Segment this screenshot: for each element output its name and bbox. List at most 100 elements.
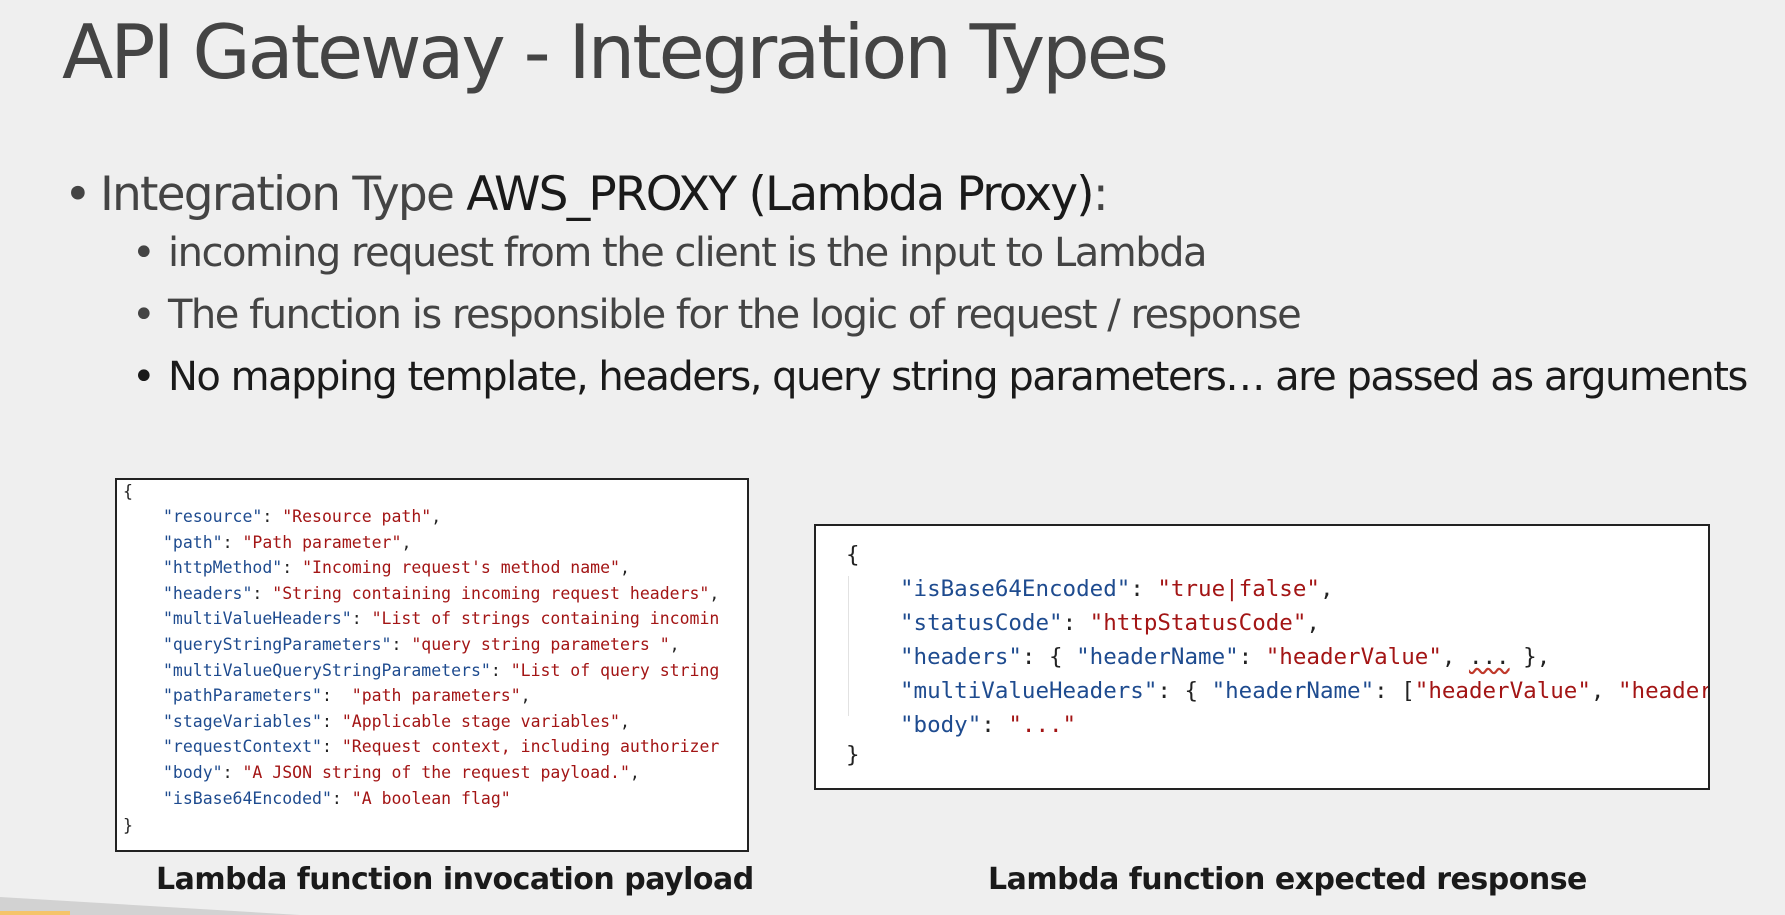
sub-bullet-text: The function is responsible for the logi… — [168, 292, 1302, 338]
code-punct: : — [1130, 576, 1158, 602]
code-key: "pathParameters" — [163, 686, 322, 706]
response-line-isbase64: "isBase64Encoded": "true|false", — [900, 576, 1334, 602]
payload-entry-line: "path": "Path parameter", — [163, 533, 411, 552]
sub-bullet-list: • incoming request from the client is the… — [132, 227, 1748, 403]
payload-entry-line: "body": "A JSON string of the request pa… — [163, 763, 640, 782]
expected-response-code: { "isBase64Encoded": "true|false", "stat… — [814, 524, 1710, 790]
code-key: "stageVariables" — [163, 711, 322, 731]
code-key: "body" — [163, 763, 223, 782]
code-punct: , — [401, 532, 412, 552]
payload-entry-line: "httpMethod": "Incoming request's method… — [163, 558, 630, 577]
payload-entry-line: "isBase64Encoded": "A boolean flag" — [163, 789, 511, 808]
code-punct: : — [222, 763, 243, 782]
sub-bullet-text: incoming request from the client is the … — [168, 230, 1208, 276]
code-punct: : — [1062, 610, 1090, 636]
payload-entry-line: "headers": "String containing incoming r… — [163, 584, 719, 603]
code-key: "httpMethod" — [163, 558, 283, 578]
code-key: "headerName" — [1211, 678, 1375, 704]
bullet-main-prefix: Integration Type — [100, 167, 467, 222]
payload-entry-line: "pathParameters": "path parameters", — [163, 686, 531, 705]
payload-entry-line: "resource": "Resource path", — [163, 507, 441, 526]
response-caption: Lambda function expected response — [988, 862, 1587, 897]
code-value: "A JSON string of the request payload." — [242, 763, 630, 782]
code-key: "headerName" — [1076, 644, 1239, 670]
code-punct: , — [1590, 678, 1618, 704]
code-key: "statusCode" — [900, 610, 1063, 636]
payload-entry-line: "queryStringParameters": "query string p… — [163, 635, 680, 654]
payload-caption: Lambda function invocation payload — [156, 862, 754, 897]
code-punct: : — [262, 507, 283, 526]
code-key: "path" — [163, 532, 223, 552]
payload-entry-line: "stageVariables": "Applicable stage vari… — [163, 712, 630, 731]
code-punct: }, — [1509, 644, 1551, 670]
code-punct: : — [321, 737, 342, 757]
code-punct: , — [619, 558, 630, 578]
code-key: "isBase64Encoded" — [900, 576, 1131, 602]
slide-corner-stripe — [0, 911, 70, 915]
code-value: "..." — [1008, 712, 1077, 738]
code-punct: : — [222, 532, 243, 552]
code-punct: : — [351, 609, 372, 629]
payload-entry-line: "multiValueHeaders": "List of strings co… — [163, 609, 719, 628]
code-key: "resource" — [163, 507, 263, 526]
code-key: "multiValueHeaders" — [163, 609, 352, 629]
code-value: "true|false" — [1157, 576, 1320, 602]
code-key: "queryStringParameters" — [163, 635, 392, 654]
code-value: "Path parameter" — [242, 532, 402, 552]
bullet-dot-icon: • — [64, 167, 92, 222]
bullet-dot-icon: • — [132, 292, 156, 338]
code-punct: : [ — [1374, 678, 1415, 704]
response-line-multivalueheaders: "multiValueHeaders": { "headerName": ["h… — [900, 678, 1710, 704]
payload-entry-line: "multiValueQueryStringParameters": "List… — [163, 661, 719, 680]
code-value: "List of strings containing incomin — [371, 609, 720, 629]
response-line-statuscode: "statusCode": "httpStatusCode", — [900, 610, 1320, 636]
bullet-dot-icon: • — [132, 354, 156, 400]
code-key: "multiValueQueryStringParameters" — [163, 660, 491, 680]
code-value: "String containing incoming request head… — [272, 583, 710, 603]
code-value: "headerValue" — [1414, 678, 1591, 704]
code-key: "isBase64Encoded" — [163, 788, 332, 808]
code-punct: : — [391, 635, 412, 654]
code-value: "Resource path" — [282, 507, 432, 526]
bullet-integration-type: •Integration Type AWS_PROXY (Lambda Prox… — [62, 165, 1677, 225]
code-value: "Incoming request's method name" — [302, 558, 620, 578]
code-punct: , — [629, 763, 640, 782]
bullet-dot-icon: • — [132, 230, 156, 276]
code-key: "body" — [900, 712, 982, 738]
slide-title: API Gateway - Integration Types — [62, 8, 1169, 96]
code-punct: : { — [1021, 644, 1077, 670]
code-value: "path parameters" — [351, 686, 521, 706]
code-punct: , — [619, 711, 630, 731]
code-punct: : — [282, 558, 303, 578]
code-punct: : — [1238, 644, 1266, 670]
code-punct: : — [321, 686, 352, 706]
sub-bullet-item: •No mapping template, headers, query str… — [132, 351, 1748, 403]
code-punct: : — [981, 712, 1009, 738]
response-line-headers: "headers": { "headerName": "headerValue"… — [900, 644, 1550, 670]
code-punct: , — [1319, 576, 1334, 602]
code-key: "headers" — [900, 644, 1022, 670]
code-key: "headers" — [163, 583, 253, 603]
code-open-brace: { — [123, 482, 133, 501]
bullet-list: •Integration Type AWS_PROXY (Lambda Prox… — [62, 165, 1748, 413]
code-punct: : — [490, 660, 511, 680]
code-value: "header — [1617, 678, 1710, 704]
code-value: "List of query string — [510, 660, 720, 680]
sub-bullet-item: • incoming request from the client is the… — [132, 227, 1747, 279]
code-punct: : — [321, 711, 342, 731]
code-value: "Applicable stage variables" — [341, 711, 620, 731]
code-value: "Request context, including authorizer — [341, 737, 720, 757]
sub-bullet-item: • The function is responsible for the log… — [132, 289, 1747, 341]
code-punct: , — [431, 507, 442, 526]
invocation-payload-code: { "resource": "Resource path","path": "P… — [115, 478, 749, 852]
code-punct: , — [1441, 644, 1469, 670]
bullet-main-highlight: AWS_PROXY (Lambda Proxy) — [466, 167, 1094, 222]
code-punct: , — [709, 583, 720, 603]
code-value: "query string parameters " — [411, 635, 670, 654]
code-punct: , — [520, 686, 531, 706]
code-punct: : { — [1157, 678, 1212, 704]
code-close-brace: } — [123, 816, 133, 835]
code-value: "A boolean flag" — [351, 788, 511, 808]
code-value: "httpStatusCode" — [1089, 610, 1307, 636]
code-close-brace: } — [846, 742, 860, 768]
